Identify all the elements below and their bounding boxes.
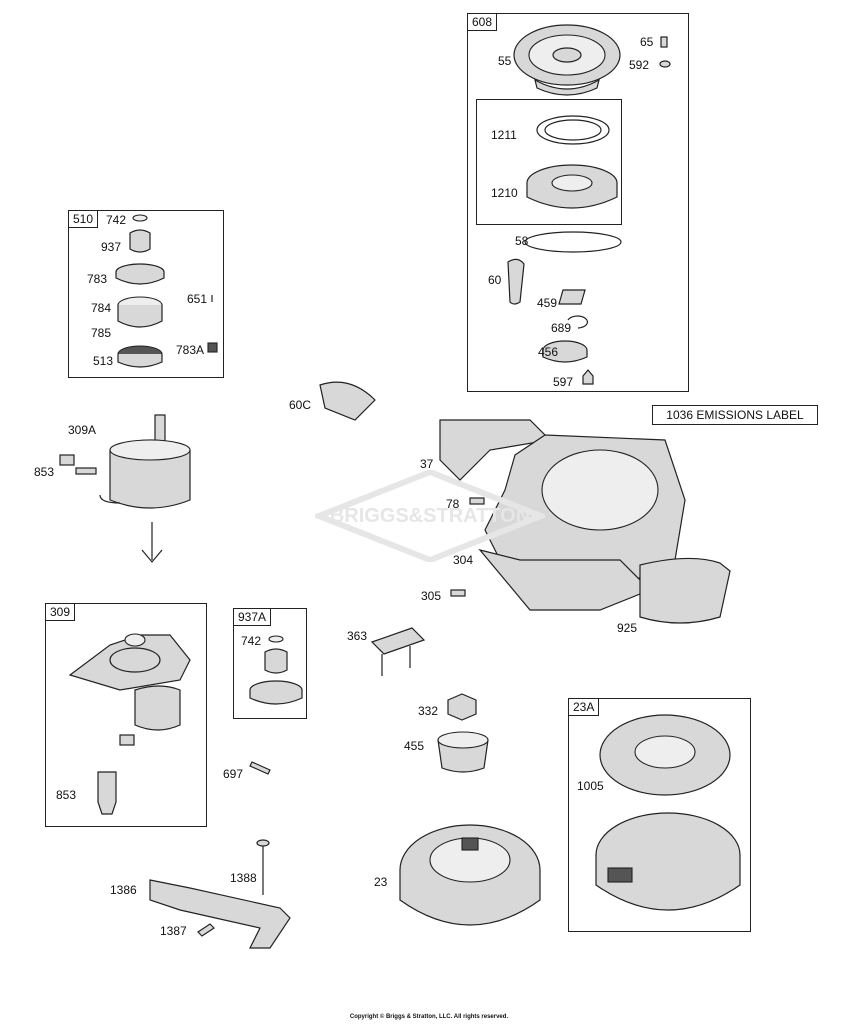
group-box-937A: 937A	[233, 608, 307, 719]
starter-motor-309A	[59, 414, 191, 563]
recoil-starter-parts	[507, 24, 671, 385]
part-label-592: 592	[629, 58, 650, 72]
gear-937A	[249, 635, 303, 705]
group-box-608: 608	[467, 13, 689, 392]
watermark-logo: BRIGGS&STRATTON	[315, 470, 545, 562]
part-label-783A: 783A	[176, 343, 205, 357]
group-id-23A: 23A	[569, 699, 600, 716]
starter-drive-parts	[115, 214, 218, 368]
part-label-1386: 1386	[110, 883, 137, 897]
part-label-456: 456	[538, 345, 559, 359]
part-label-60: 60	[488, 273, 502, 287]
emissions-label-box: 1036 EMISSIONS LABEL	[652, 405, 818, 425]
part-label-513: 513	[93, 354, 114, 368]
part-label-742-937A: 742	[241, 634, 262, 648]
part-label-65: 65	[640, 35, 654, 49]
part-label-363: 363	[347, 629, 368, 643]
part-label-1387: 1387	[160, 924, 187, 938]
part-label-853: 853	[34, 465, 55, 479]
flywheel-23	[399, 824, 541, 926]
bolt-697	[249, 761, 271, 775]
part-label-455: 455	[404, 739, 425, 753]
part-label-332: 332	[418, 704, 439, 718]
part-label-1211: 1211	[491, 128, 517, 142]
copyright-notice: Copyright © Briggs & Stratton, LLC. All …	[349, 1014, 509, 1020]
watermark-text: BRIGGS&STRATTON	[330, 505, 530, 527]
group-id-309: 309	[46, 604, 76, 621]
group-box-23A: 23A	[568, 698, 751, 932]
part-label-853-309: 853	[56, 788, 77, 802]
group-id-608: 608	[468, 14, 498, 31]
part-label-742: 742	[106, 213, 127, 227]
group-box-510: 510	[68, 210, 224, 378]
part-label-785: 785	[91, 326, 112, 340]
part-label-597: 597	[553, 375, 574, 389]
part-label-1388: 1388	[230, 871, 257, 885]
part-label-305: 305	[421, 589, 442, 603]
group-id-937A: 937A	[234, 609, 272, 626]
part-label-55: 55	[498, 54, 512, 68]
part-label-697: 697	[223, 767, 244, 781]
part-label-459: 459	[537, 296, 558, 310]
part-label-58: 58	[515, 234, 529, 248]
group-box-309: 309	[45, 603, 207, 827]
part-label-1210: 1210	[491, 186, 518, 200]
bracket-60C	[319, 381, 376, 421]
part-label-783: 783	[87, 272, 108, 286]
part-label-937: 937	[101, 240, 122, 254]
part-label-784: 784	[91, 301, 112, 315]
flywheel-23A	[595, 714, 741, 911]
blower-housing-304	[439, 419, 731, 624]
group-box-recoil-pulley	[476, 99, 622, 225]
part-label-78: 78	[446, 497, 460, 511]
part-label-925: 925	[617, 621, 638, 635]
bracket-363	[370, 627, 426, 676]
part-label-1005: 1005	[577, 779, 604, 793]
part-label-37: 37	[420, 457, 434, 471]
part-label-309A: 309A	[68, 423, 97, 437]
nut-and-cup	[437, 693, 489, 773]
part-label-304: 304	[453, 553, 474, 567]
part-label-23: 23	[374, 875, 388, 889]
group-id-510: 510	[69, 211, 99, 228]
starter-assembly-309	[68, 633, 191, 815]
brake-1386	[149, 839, 291, 949]
part-label-60C: 60C	[289, 398, 312, 412]
part-label-689: 689	[551, 321, 572, 335]
part-label-651: 651	[187, 292, 208, 306]
